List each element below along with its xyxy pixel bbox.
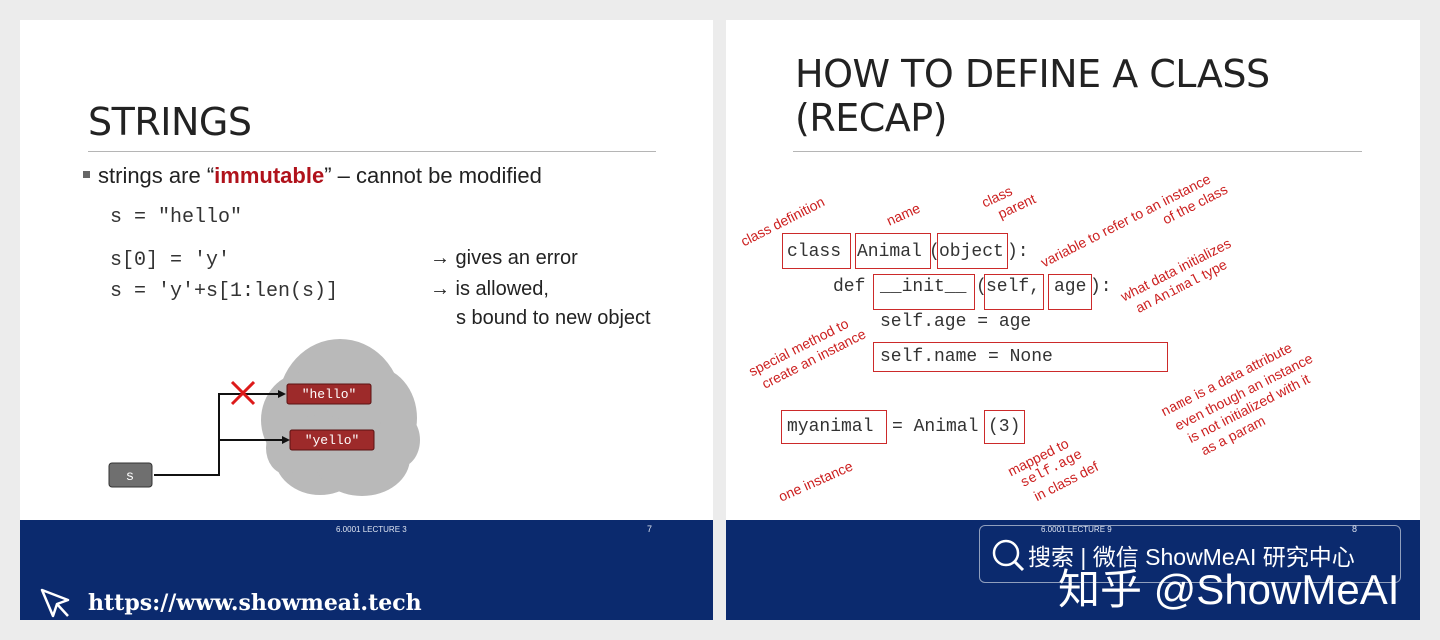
code-age-param: age <box>1054 277 1087 297</box>
slide-define-class: HOW TO DEFINE A CLASS (RECAP) class Anim… <box>726 20 1420 620</box>
annotation-name-attribute: name is a data attribute even though an … <box>1158 333 1331 467</box>
code-def-end: ): <box>1090 277 1112 297</box>
annotation-class-parent: class parent <box>979 175 1038 227</box>
slide-title-line-1: HOW TO DEFINE A CLASS <box>795 52 1270 96</box>
old-binding-arrow <box>154 393 284 476</box>
bullet-text-bold: immutable <box>214 163 325 188</box>
code-self-param: self, <box>986 277 1041 297</box>
variable-s-text: s <box>126 469 134 485</box>
box-class-kw <box>782 233 851 269</box>
code-class-name: Animal <box>857 242 922 262</box>
watermark-search-box <box>979 525 1401 583</box>
bullet-text-pre: strings are “ <box>98 163 215 188</box>
watermark-wechat-text: 搜索 | 微信 ShowMeAI 研究中心 <box>1028 544 1355 570</box>
box-parent <box>937 233 1008 269</box>
yello-object-text: "yello" <box>305 433 360 448</box>
box-class-name <box>855 233 931 269</box>
box-instance-var <box>781 410 887 444</box>
watermark-zhihu-text: 知乎 @ShowMeAI <box>1058 566 1400 613</box>
slide-title: STRINGS <box>88 100 252 144</box>
bullet-text-post: ” – cannot be modified <box>324 163 542 188</box>
note-error: → gives an error <box>430 247 578 269</box>
code-self-age: self.age = age <box>880 312 1032 332</box>
note-allowed: → is allowed, <box>430 278 549 300</box>
code-paren-open: ( <box>929 242 940 262</box>
box-self <box>984 274 1044 310</box>
title-divider <box>88 151 656 152</box>
box-self-name <box>873 342 1168 372</box>
slide-strings: STRINGS strings are “immutable” – cannot… <box>20 20 713 620</box>
slide-title-line-2: (RECAP) <box>795 96 948 140</box>
memory-cloud <box>261 339 420 496</box>
footer-lecture: 6.0001 LECTURE 9 <box>1041 525 1112 534</box>
memory-diagram: "hello" "yello" s <box>108 339 420 496</box>
code-def-kw: def <box>833 277 866 297</box>
slide-footer: 6.0001 LECTURE 9 8 <box>726 520 1420 620</box>
yello-object-box <box>289 429 375 451</box>
code-line-1: s = "hello" <box>110 206 243 229</box>
variable-s-box <box>108 462 153 488</box>
code-init-paren: ( <box>976 277 987 297</box>
cross-icon <box>230 380 256 406</box>
search-icon <box>992 539 1025 572</box>
watermark-url[interactable]: https://www.showmeai.tech <box>88 590 422 616</box>
annotation-name: name <box>884 199 923 229</box>
hello-object-box <box>286 383 372 405</box>
footer-lecture: 6.0001 LECTURE 3 <box>336 525 407 534</box>
code-assign: = Animal <box>892 417 979 437</box>
annotation-one-instance: one instance <box>776 457 856 505</box>
code-init: __init__ <box>880 277 967 297</box>
bullet-square-icon <box>83 170 90 178</box>
box-call-arg <box>984 410 1025 444</box>
code-instance-var: myanimal <box>787 417 874 437</box>
annotation-what-data: what data initializes an Animal type <box>1118 235 1243 322</box>
note-new-object: s bound to new object <box>456 307 651 329</box>
annotation-special-method: special method to create an instance <box>746 310 869 395</box>
box-age <box>1048 274 1092 310</box>
slide-title: HOW TO DEFINE A CLASS (RECAP) <box>795 52 1270 140</box>
code-parent: object <box>939 242 1004 262</box>
code-self-name: self.name = None <box>880 347 1053 367</box>
bullet-immutable: strings are “immutable” – cannot be modi… <box>83 163 542 189</box>
code-class-kw: class <box>787 242 842 262</box>
code-line-2: s[0] = 'y' <box>110 249 231 272</box>
footer-page-number: 7 <box>647 524 653 534</box>
code-line-3: s = 'y'+s[1:len(s)] <box>110 280 339 303</box>
box-init <box>873 274 975 310</box>
code-call-arg: (3) <box>988 417 1021 437</box>
code-paren-close: ): <box>1007 242 1029 262</box>
slide-footer: 6.0001 LECTURE 3 7 <box>20 520 713 620</box>
title-divider <box>793 151 1362 152</box>
hello-object-text: "hello" <box>302 387 357 402</box>
footer-page-number: 8 <box>1352 524 1358 534</box>
cursor-logo-icon <box>40 588 70 618</box>
